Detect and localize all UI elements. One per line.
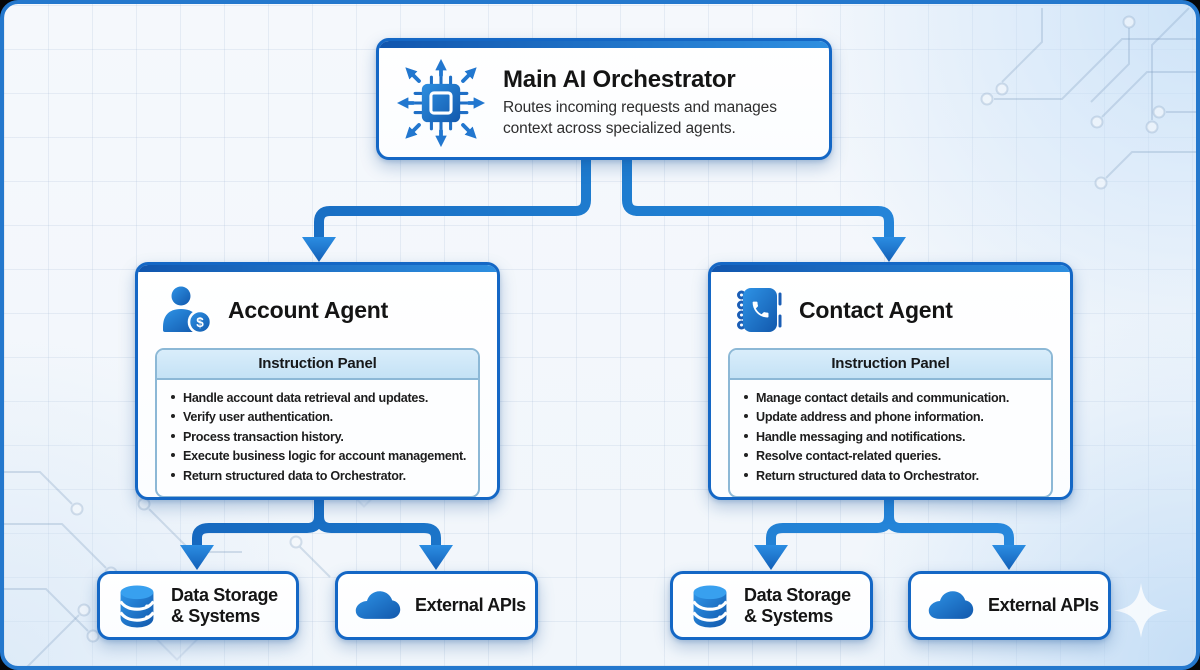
instruction-item: Update address and phone information. <box>740 408 1043 427</box>
user-dollar-icon: $ <box>163 286 213 335</box>
edge-orchestrator-to-contact <box>622 156 894 240</box>
svg-text:$: $ <box>196 315 204 330</box>
cloud-icon <box>355 591 401 619</box>
database-icon <box>119 584 155 627</box>
contact-book-icon <box>737 288 782 332</box>
arrowhead <box>754 545 788 570</box>
account-agent-box: $ Account Agent Instruction Panel Handle… <box>135 262 500 500</box>
resource-label: External APIs <box>988 595 1099 616</box>
edge-contact-to-apis <box>884 496 1014 548</box>
instruction-item: Resolve contact-related queries. <box>740 447 1043 466</box>
arrowhead <box>992 545 1026 570</box>
arrowhead <box>180 545 214 570</box>
data-storage-box: Data Storage & Systems <box>97 571 299 640</box>
data-storage-box: Data Storage & Systems <box>670 571 873 640</box>
orchestrator-description: Routes incoming requests and manages con… <box>503 99 777 137</box>
instruction-item: Execute business logic for account manag… <box>167 447 470 466</box>
resource-label: Data Storage & Systems <box>171 585 278 626</box>
sparkle-icon <box>1114 583 1168 638</box>
instruction-item: Handle messaging and notifications. <box>740 428 1043 447</box>
instruction-item: Manage contact details and communication… <box>740 389 1043 408</box>
box-top-accent-bar <box>379 41 829 48</box>
instruction-panel-title: Instruction Panel <box>157 350 478 380</box>
cloud-icon <box>928 591 974 619</box>
edge-orchestrator-to-account <box>314 156 591 240</box>
box-top-accent-bar <box>138 265 497 272</box>
edge-account-to-storage <box>192 496 324 548</box>
instruction-panel: Instruction Panel Handle account data re… <box>155 348 480 497</box>
edge-account-to-apis <box>314 496 441 548</box>
database-icon <box>692 584 728 627</box>
resource-label: Data Storage & Systems <box>744 585 851 626</box>
orchestrator-box: Main AI Orchestrator Routes incoming req… <box>376 38 832 160</box>
instruction-panel: Instruction Panel Manage contact details… <box>728 348 1053 497</box>
resource-label: External APIs <box>415 595 526 616</box>
instruction-item: Return structured data to Orchestrator. <box>740 467 1043 486</box>
external-apis-box: External APIs <box>335 571 538 640</box>
edge-contact-to-storage <box>766 496 894 548</box>
agent-title: Account Agent <box>228 296 389 323</box>
chip-network-icon <box>396 58 486 147</box>
orchestrator-title: Main AI Orchestrator <box>503 66 736 94</box>
instruction-item: Verify user authentication. <box>167 408 470 427</box>
instruction-item: Process transaction history. <box>167 428 470 447</box>
external-apis-box: External APIs <box>908 571 1111 640</box>
instruction-item: Handle account data retrieval and update… <box>167 389 470 408</box>
arrowhead <box>419 545 453 570</box>
arrowhead <box>302 237 336 262</box>
contact-agent-box: Contact Agent Instruction Panel Manage c… <box>708 262 1073 500</box>
instruction-panel-title: Instruction Panel <box>730 350 1051 380</box>
instruction-item: Return structured data to Orchestrator. <box>167 467 470 486</box>
instruction-list: Handle account data retrieval and update… <box>157 380 478 496</box>
instruction-list: Manage contact details and communication… <box>730 380 1051 496</box>
arrowhead <box>872 237 906 262</box>
agent-title: Contact Agent <box>799 296 953 323</box>
box-top-accent-bar <box>711 265 1070 272</box>
